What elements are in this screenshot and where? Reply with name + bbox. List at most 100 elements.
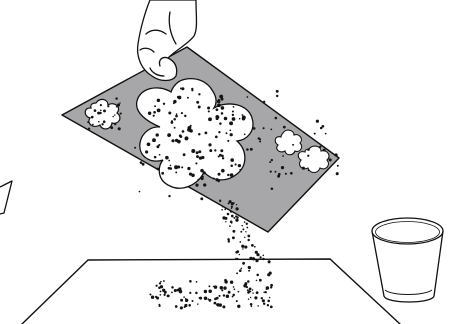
glitter-dot (174, 289, 177, 292)
glitter-dot (191, 149, 195, 153)
glitter-dot (157, 109, 161, 113)
glitter-dot (261, 297, 263, 299)
glitter-dot (159, 305, 161, 307)
glitter-dot (173, 118, 176, 121)
glitter-dot (118, 127, 121, 130)
glitter-dot (232, 114, 234, 116)
glitter-dot (208, 289, 212, 293)
glitter-dot (180, 135, 183, 138)
glitter-dot (207, 298, 209, 300)
glitter-dot (190, 125, 192, 127)
glitter-dot (244, 282, 247, 285)
glitter-dot (185, 136, 189, 140)
glitter-dot (165, 156, 169, 160)
stencil-card (62, 47, 339, 232)
glitter-dot (236, 204, 237, 205)
glitter-dot (175, 171, 177, 173)
glitter-dot (142, 163, 145, 166)
glitter-dot (270, 286, 272, 288)
glitter-dot (134, 147, 136, 149)
glitter-dot (232, 110, 234, 112)
glitter-dot (307, 148, 310, 151)
glitter-dot (208, 285, 210, 287)
glitter-dot (229, 121, 233, 125)
glitter-dot (235, 218, 238, 221)
glitter-dot (221, 289, 223, 291)
glitter-dot (267, 300, 270, 303)
glitter-dot (233, 106, 235, 108)
glitter-dot (259, 256, 261, 258)
glitter-dot (87, 121, 89, 123)
glitter-dot (156, 168, 159, 171)
glitter-dot (236, 272, 238, 274)
glitter-dot (232, 117, 236, 121)
glitter-dot (219, 199, 221, 201)
glitter-dot (157, 99, 160, 102)
glitter-dot (114, 123, 116, 125)
glitter-dot (161, 172, 164, 175)
glitter-dot (235, 163, 237, 165)
glitter-dot (270, 171, 272, 173)
glitter-dot (218, 156, 220, 158)
edge-object (0, 181, 12, 214)
glitter-dot (195, 292, 198, 295)
glitter-dot (199, 297, 202, 300)
glitter-dot (285, 173, 287, 175)
glitter-dot (195, 183, 198, 186)
glitter-dot (242, 117, 245, 120)
glitter-dot (181, 112, 183, 114)
glitter-dot (97, 112, 99, 114)
glitter-dot (107, 105, 109, 107)
glitter-dot (276, 90, 279, 93)
glitter-dot (238, 164, 241, 167)
glitter-dot (217, 103, 221, 107)
glitter-dot (250, 303, 253, 306)
glitter-dot (246, 227, 248, 229)
glitter-dot (227, 140, 229, 142)
glitter-dot (187, 167, 190, 170)
glitter-dot (170, 165, 172, 167)
glitter-dot (191, 300, 193, 302)
glitter-dot (196, 281, 198, 283)
glitter-dot (233, 217, 235, 219)
glitter-dot (257, 305, 259, 307)
glitter-dot (308, 169, 310, 171)
glitter-dot (239, 254, 241, 256)
glitter-dot (320, 127, 323, 130)
glitter-dot (203, 183, 206, 186)
glitter-dot (171, 139, 174, 142)
glitter-dot (196, 101, 199, 104)
glitter-dot (244, 221, 246, 223)
glitter-dot (234, 288, 236, 290)
glitter-dot (259, 140, 261, 142)
glitter-dot (202, 176, 204, 178)
glitter-dot (110, 126, 113, 129)
glitter-dot (208, 143, 211, 146)
glitter-dot (230, 210, 232, 212)
glitter-dot (204, 131, 207, 134)
glitter-dot (195, 162, 197, 164)
glitter-dot (150, 293, 152, 295)
glitter-dot (191, 130, 193, 132)
glitter-dot (247, 280, 250, 283)
glitter-dot (155, 296, 157, 298)
glitter-dot (218, 99, 220, 101)
glitter-dot (225, 217, 228, 220)
glitter-dot (154, 105, 156, 107)
glitter-dot (271, 159, 273, 161)
glitter-dot (198, 133, 200, 135)
glitter-dot (242, 228, 244, 230)
glitter-dot (227, 213, 230, 216)
glitter-dot (200, 169, 204, 173)
glitter-dot (175, 305, 178, 308)
glitter-dot (189, 292, 191, 294)
glitter-dot (337, 165, 339, 167)
glitter-dot (177, 166, 180, 169)
glitter-dot (250, 297, 251, 298)
glitter-dot (270, 306, 273, 309)
glitter-dot (187, 97, 189, 99)
glitter-dot (215, 115, 219, 119)
glitter-dot (94, 109, 97, 112)
glitter-dot (267, 304, 269, 306)
glitter-dot (230, 281, 233, 284)
